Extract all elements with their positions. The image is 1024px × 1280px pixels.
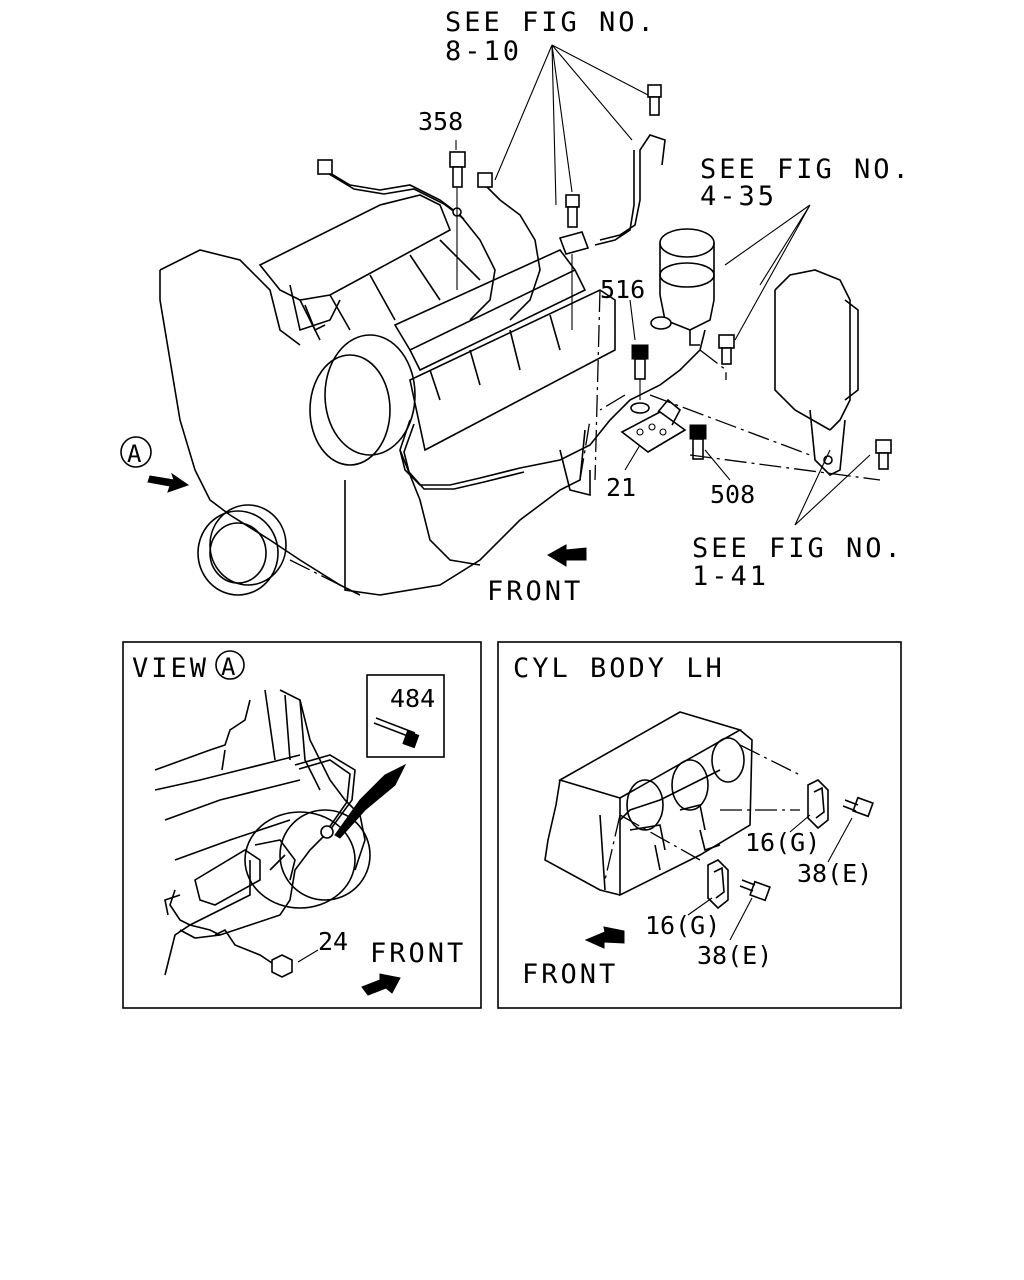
see-fig-8-10-line2: 8-10 xyxy=(445,36,522,67)
front-label-view-a: FRONT xyxy=(370,938,466,969)
bolt-516 xyxy=(630,344,650,414)
see-fig-4-35-line1: SEE FIG NO. xyxy=(700,154,912,185)
callout-38e-lower: 38(E) xyxy=(697,941,772,970)
cable-tie-484-icon xyxy=(373,717,420,749)
callout-358: 358 xyxy=(418,107,463,136)
see-fig-4-35-line2: 4-35 xyxy=(700,181,777,212)
callout-16g-lower: 16(G) xyxy=(645,911,720,940)
bolt-8-10-top xyxy=(647,84,662,116)
cover-16g-lower-icon xyxy=(707,859,729,910)
front-arrow-cyl xyxy=(584,926,625,949)
callout-16g-upper: 16(G) xyxy=(745,828,820,857)
view-a-marker: A xyxy=(120,436,190,493)
mounting-bracket-right xyxy=(774,269,859,476)
cylinder-block-drawing xyxy=(544,711,801,897)
callout-508: 508 xyxy=(710,480,755,509)
sensor-harness-wires xyxy=(317,134,706,490)
bolt-38e-upper-icon xyxy=(842,796,874,818)
view-a-panel xyxy=(122,641,482,1009)
cover-16g-upper-icon xyxy=(807,779,829,830)
callout-24: 24 xyxy=(318,927,348,956)
view-a-marker-letter: A xyxy=(127,440,142,468)
front-label-cyl: FRONT xyxy=(522,959,618,990)
cyl-body-title: CYL BODY LH xyxy=(513,653,725,684)
part-box-484 xyxy=(366,674,445,758)
view-a-title-circle xyxy=(215,650,245,680)
bolt-38e-lower-icon xyxy=(739,879,771,902)
leader-lines-cyl xyxy=(687,814,853,941)
bolt-right-bracket xyxy=(875,439,892,470)
see-fig-1-41-line2: 1-41 xyxy=(692,561,769,592)
callout-516: 516 xyxy=(600,275,645,304)
leader-lines-top xyxy=(455,44,871,526)
front-label-top: FRONT xyxy=(487,576,583,607)
bolt-358 xyxy=(449,151,466,290)
see-fig-8-10-line1: SEE FIG NO. xyxy=(445,7,657,38)
bolt-right-canister xyxy=(699,334,735,380)
canister-assembly xyxy=(650,228,715,346)
callout-21: 21 xyxy=(606,473,636,502)
cyl-body-panel xyxy=(497,641,902,1009)
engine-assembly-drawing xyxy=(159,194,616,596)
part-box-484-number: 484 xyxy=(390,684,435,713)
front-arrow-view-a xyxy=(361,973,401,996)
see-fig-1-41-line1: SEE FIG NO. xyxy=(692,533,904,564)
front-arrow-top xyxy=(547,544,587,567)
view-a-drawing xyxy=(154,689,407,978)
view-a-title: VIEW xyxy=(132,653,209,684)
view-a-title-letter: A xyxy=(221,653,236,681)
callout-38e-upper: 38(E) xyxy=(797,859,872,888)
bolt-8-10-mid xyxy=(558,194,590,330)
